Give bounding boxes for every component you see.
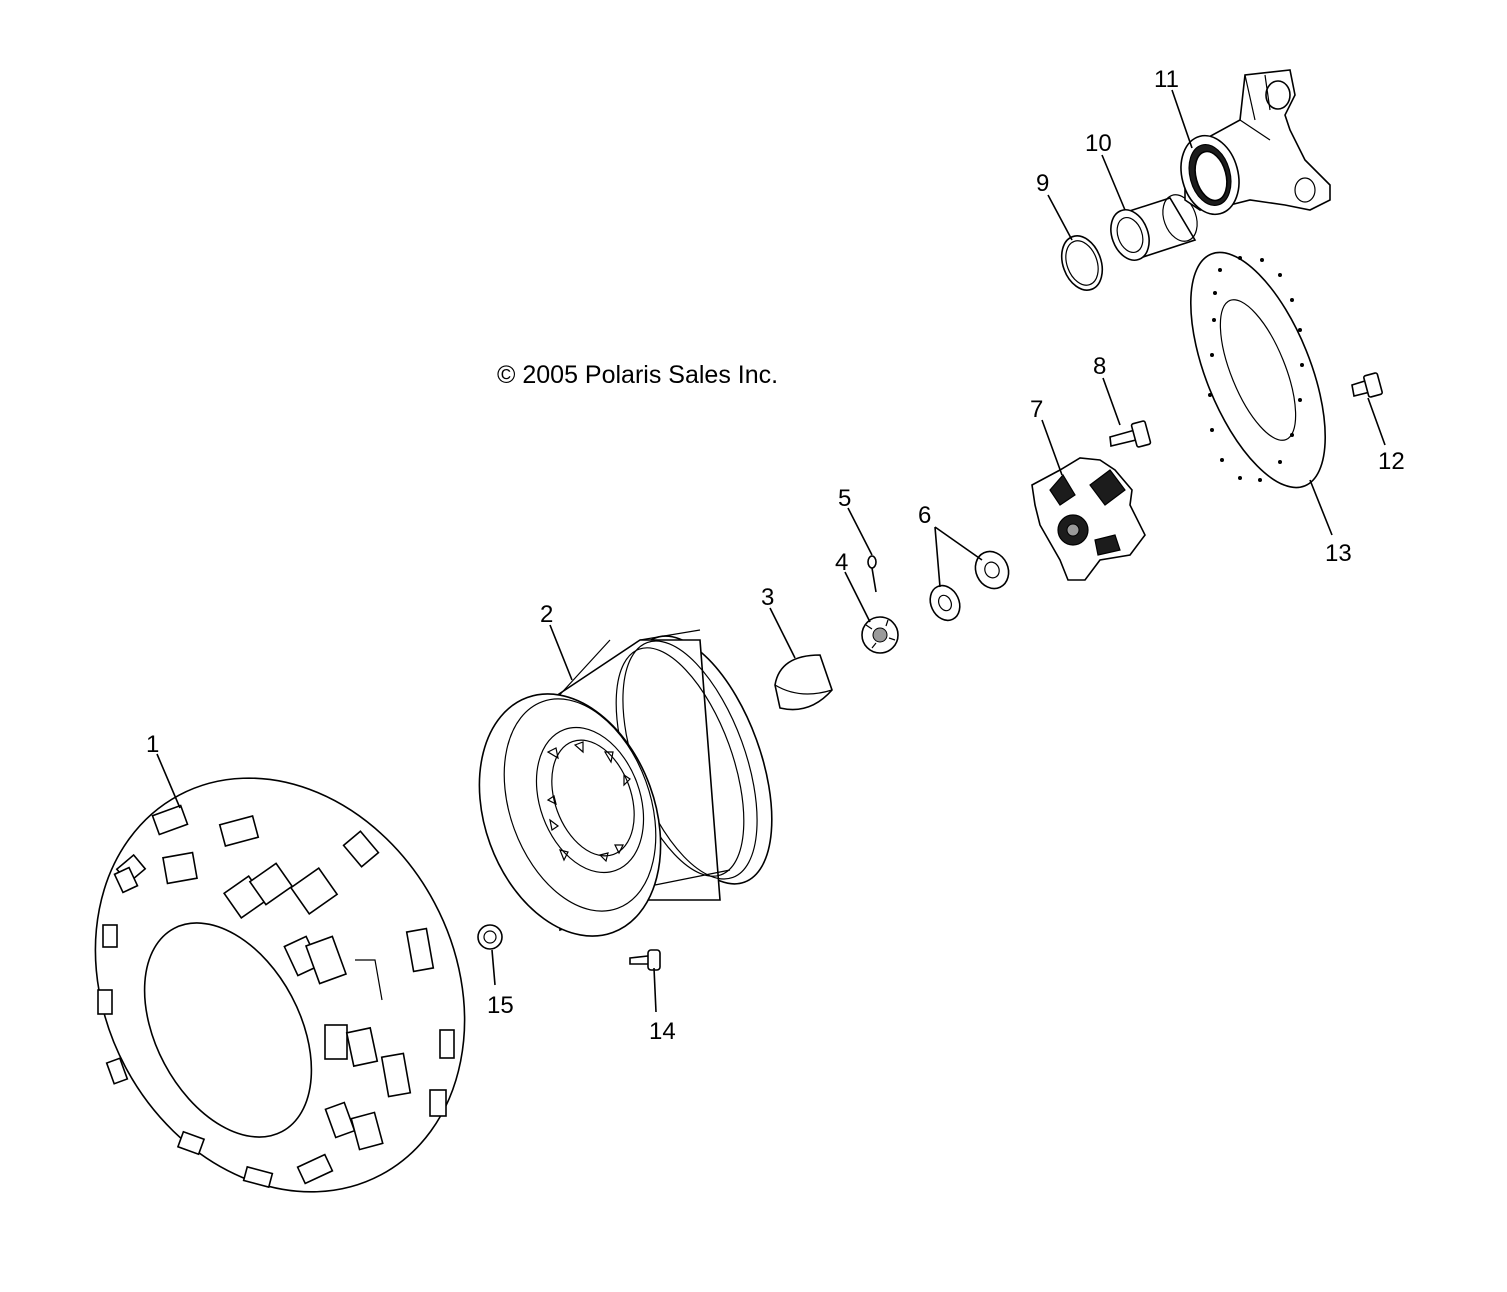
callout-7: 7 (1030, 396, 1043, 423)
castle-nut (861, 616, 899, 654)
callout-14: 14 (649, 1018, 676, 1045)
rotor-bolt (1351, 372, 1383, 398)
callout-13: 13 (1325, 540, 1352, 567)
snap-ring (1060, 235, 1104, 291)
callout-2: 2 (540, 601, 553, 628)
callout-12: 12 (1378, 448, 1405, 475)
brake-rotor (1189, 251, 1327, 489)
tire (94, 777, 466, 1193)
leader-lines (156, 89, 1386, 1013)
hub-bolt (1109, 420, 1152, 448)
copyright-text: © 2005 Polaris Sales Inc. (497, 361, 778, 389)
callout-8: 8 (1093, 353, 1106, 380)
wheel-rim (478, 629, 773, 937)
callout-15: 15 (487, 992, 514, 1019)
bearing-carrier (1180, 69, 1331, 216)
washer-pair (929, 550, 1010, 622)
cotter-pin (867, 555, 877, 593)
callout-4: 4 (835, 549, 848, 576)
callout-10: 10 (1085, 130, 1112, 157)
callout-5: 5 (838, 485, 851, 512)
callout-labels: 1 2 3 4 5 6 7 8 9 10 11 12 13 14 15 (146, 66, 1405, 1045)
callout-1: 1 (146, 731, 159, 758)
bearing (1110, 194, 1198, 261)
callout-6: 6 (918, 502, 931, 529)
valve-stem (629, 949, 661, 971)
lug-nut (477, 924, 503, 950)
callout-3: 3 (761, 584, 774, 611)
callout-9: 9 (1036, 170, 1049, 197)
hub-cap (774, 654, 833, 711)
wheel-hub (1031, 457, 1146, 581)
callout-11: 11 (1154, 66, 1179, 93)
